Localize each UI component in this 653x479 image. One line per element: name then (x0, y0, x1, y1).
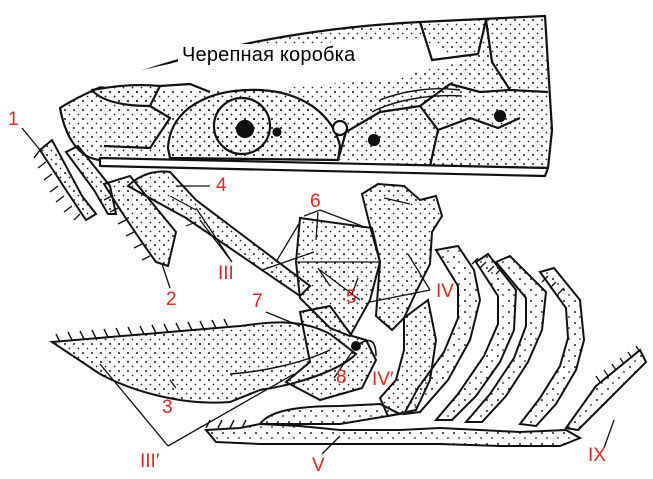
skull-title: Черепная коробка (178, 44, 359, 67)
label-3: 3 (162, 398, 173, 418)
label-arch-v: V (312, 456, 325, 476)
label-1: 1 (8, 110, 19, 130)
label-7: 7 (252, 292, 263, 312)
label-arch-ix: IX (588, 446, 606, 466)
label-arch-iv: IV (436, 282, 454, 302)
label-2: 2 (166, 290, 177, 310)
label-4: 4 (216, 176, 227, 196)
label-arch-iii-prime: III′ (140, 452, 159, 472)
label-6: 6 (310, 192, 321, 212)
braincase (60, 16, 552, 176)
label-5: 5 (346, 288, 357, 308)
gill-arches (404, 246, 646, 430)
label-arch-iii: III (218, 264, 234, 284)
label-arch-iv-prime: IV′ (372, 370, 394, 390)
label-8: 8 (336, 368, 347, 388)
